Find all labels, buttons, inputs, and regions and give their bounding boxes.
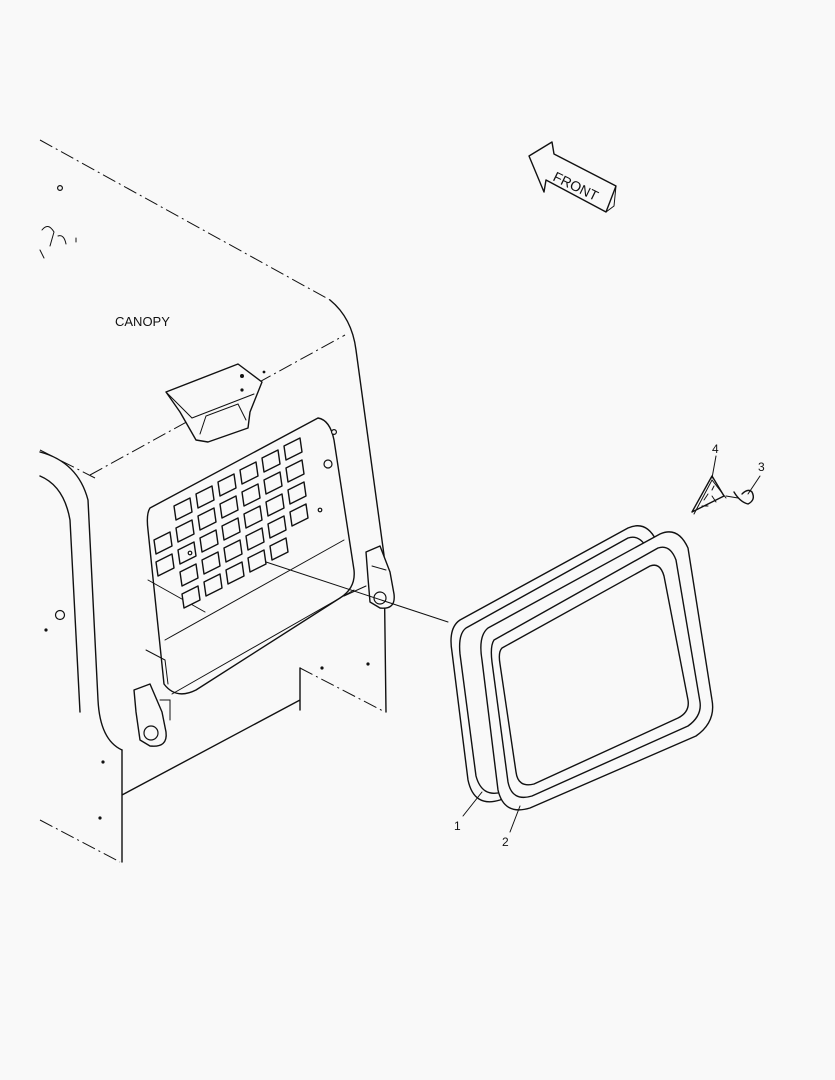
grille-cell xyxy=(155,553,175,577)
callout-1: 1 xyxy=(454,791,483,833)
grille-cells xyxy=(153,437,309,609)
canopy-bottom-centerline xyxy=(39,819,121,863)
canopy-lower-panel xyxy=(121,667,301,863)
grille-cell xyxy=(181,585,201,609)
grille-cell xyxy=(197,507,217,531)
grille-cell xyxy=(241,483,261,507)
grille-cell xyxy=(175,519,195,543)
callout-4-number: 4 xyxy=(712,442,719,456)
canopy-to-seal-leader xyxy=(265,561,449,623)
grille-cell xyxy=(199,529,219,553)
grille-cell xyxy=(179,563,199,587)
grille-cell xyxy=(265,493,285,517)
roof-bracket xyxy=(165,363,263,443)
grille-cell xyxy=(221,517,241,541)
lower-hinge-left xyxy=(133,683,171,747)
canopy-hole xyxy=(54,609,66,621)
callout-3-number: 3 xyxy=(758,460,765,474)
window-frame xyxy=(480,531,714,811)
canopy-cutout-marks xyxy=(39,226,77,259)
grille-cell xyxy=(195,485,215,509)
callout-4: 4 xyxy=(711,442,719,479)
grille-cell xyxy=(283,437,303,461)
grille-cell xyxy=(239,461,259,485)
grille-cell xyxy=(263,471,283,495)
callout-2: 2 xyxy=(502,805,521,849)
canopy-hole xyxy=(56,185,63,192)
grille-cell xyxy=(287,481,307,505)
canopy-label: CANOPY xyxy=(115,314,170,329)
grille-inner-edge xyxy=(145,579,206,685)
warning-decal xyxy=(691,475,727,515)
canopy-assembly: CANOPY xyxy=(39,139,449,863)
canopy-hole xyxy=(323,459,333,469)
grille-cell xyxy=(247,549,267,573)
grille-cell xyxy=(269,537,289,561)
grille-cell xyxy=(173,497,193,521)
grille-cell xyxy=(201,551,221,575)
canopy-right-centerline xyxy=(299,667,386,713)
retaining-clip xyxy=(725,489,755,505)
canopy-top-centerline xyxy=(39,139,331,301)
grille-cell xyxy=(245,527,265,551)
canopy-hole xyxy=(317,507,323,513)
callout-2-number: 2 xyxy=(502,835,509,849)
grille-cell xyxy=(223,539,243,563)
grille-cell xyxy=(203,573,223,597)
grille-cell xyxy=(243,505,263,529)
upper-hinge-right xyxy=(343,545,395,609)
canopy-front-pillar xyxy=(39,451,123,751)
roof-bracket-detail xyxy=(165,391,255,435)
grille-cell xyxy=(285,459,305,483)
grille-lower-sill xyxy=(164,539,355,695)
canopy-hole xyxy=(331,429,338,436)
callout-3: 3 xyxy=(747,460,765,495)
grille-cell xyxy=(153,531,173,555)
grille-cell xyxy=(217,473,237,497)
canopy-hole xyxy=(187,550,193,556)
grille-cell xyxy=(225,561,245,585)
grille-cell xyxy=(261,449,281,473)
grille-cell xyxy=(177,541,197,565)
grille-cell xyxy=(219,495,239,519)
front-direction-arrow: FRONT xyxy=(528,141,617,213)
grille-cell xyxy=(267,515,287,539)
grille-cell xyxy=(289,503,309,527)
callout-1-number: 1 xyxy=(454,819,461,833)
canopy-side-panel-outline xyxy=(329,299,387,713)
canopy-front-inner-edge xyxy=(39,475,81,713)
